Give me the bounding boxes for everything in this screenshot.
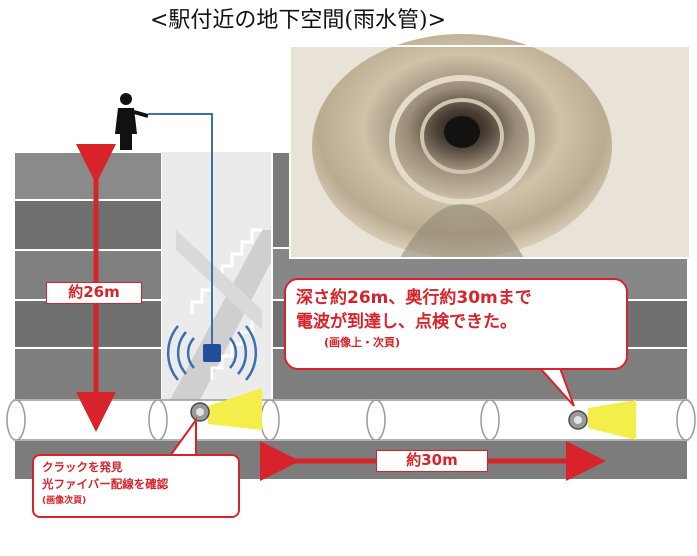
length-label: 約30m xyxy=(376,450,488,472)
transmitter-icon xyxy=(167,325,257,381)
rainwater-pipe xyxy=(6,399,696,441)
tunnel-photo xyxy=(289,34,691,259)
crack-line-1: クラックを発見 xyxy=(42,460,123,474)
page-title: <駅付近の地下空間(雨水管)> xyxy=(150,8,447,33)
result-callout: 深さ約26m、奥行約30mまで 電波が到達し、点検できた。 (画像上・次頁) xyxy=(284,278,628,370)
crack-callout: クラックを発見 光ファイバー配線を確認 (画像次頁) xyxy=(32,454,240,518)
callout-subnote: (画像上・次頁) xyxy=(324,336,401,349)
left-structure xyxy=(13,151,163,401)
surveyor-figure xyxy=(115,93,149,150)
crack-subnote: (画像次頁) xyxy=(42,496,87,506)
crack-line-2: 光ファイバー配線を確認 xyxy=(42,477,169,491)
robot-right xyxy=(568,400,636,440)
signal-cable xyxy=(148,113,213,346)
callout-line-2: 電波が到達し、点検できた。 xyxy=(296,312,517,332)
robot-left xyxy=(190,388,262,430)
depth-label: 約26m xyxy=(46,282,142,304)
callout-line-1: 深さ約26m、奥行約30mまで xyxy=(296,288,532,308)
